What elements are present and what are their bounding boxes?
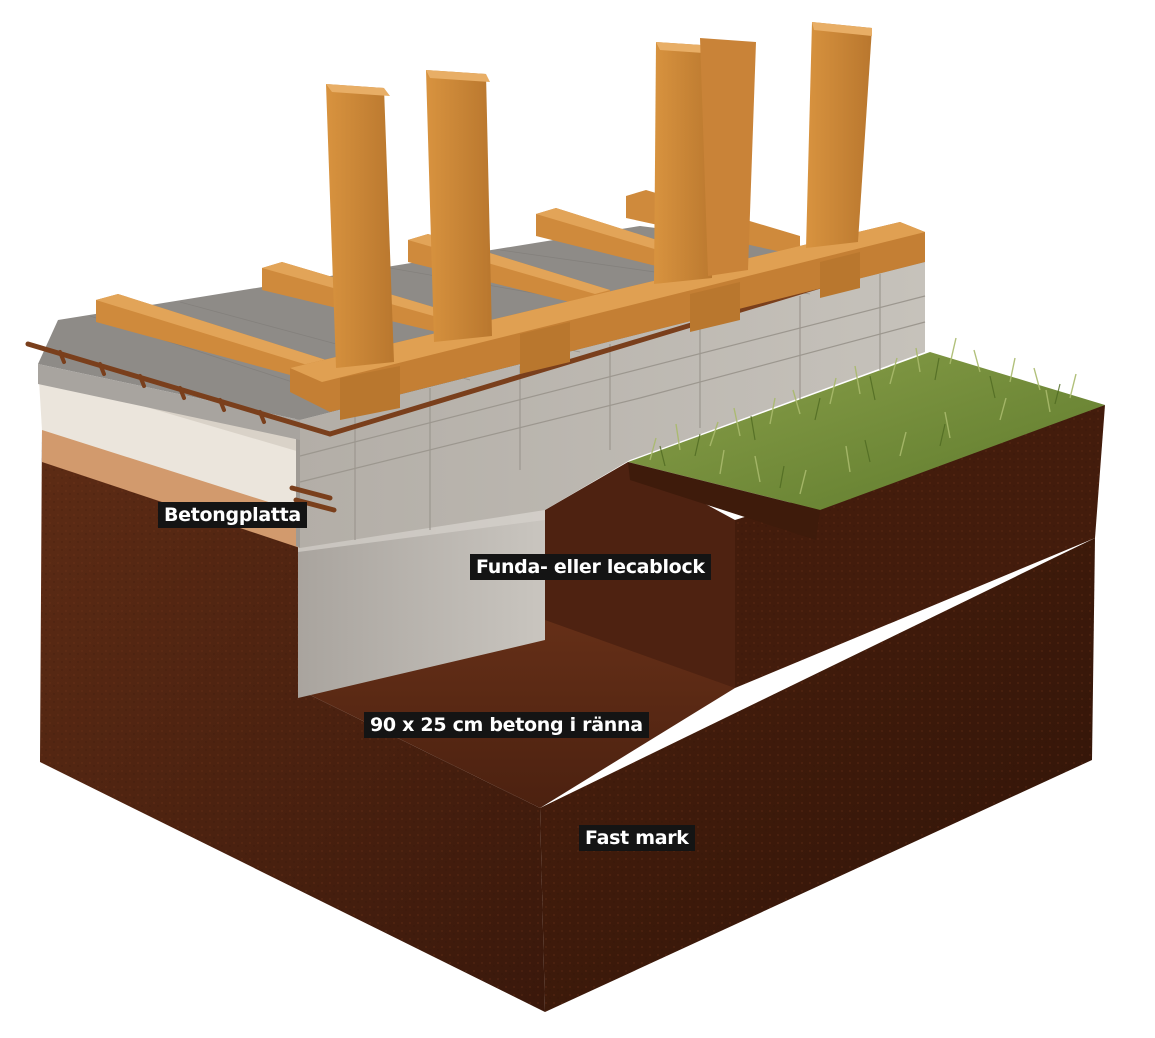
label-concrete-slab: Betongplatta	[158, 502, 307, 528]
label-concrete-footing: 90 x 25 cm betong i ränna	[364, 712, 649, 738]
grass-turf	[628, 337, 1105, 540]
label-solid-ground: Fast mark	[579, 825, 695, 851]
timber-frame	[96, 22, 925, 420]
label-block-wall: Funda- eller lecablock	[470, 554, 711, 580]
ground-soil	[40, 405, 1105, 1012]
